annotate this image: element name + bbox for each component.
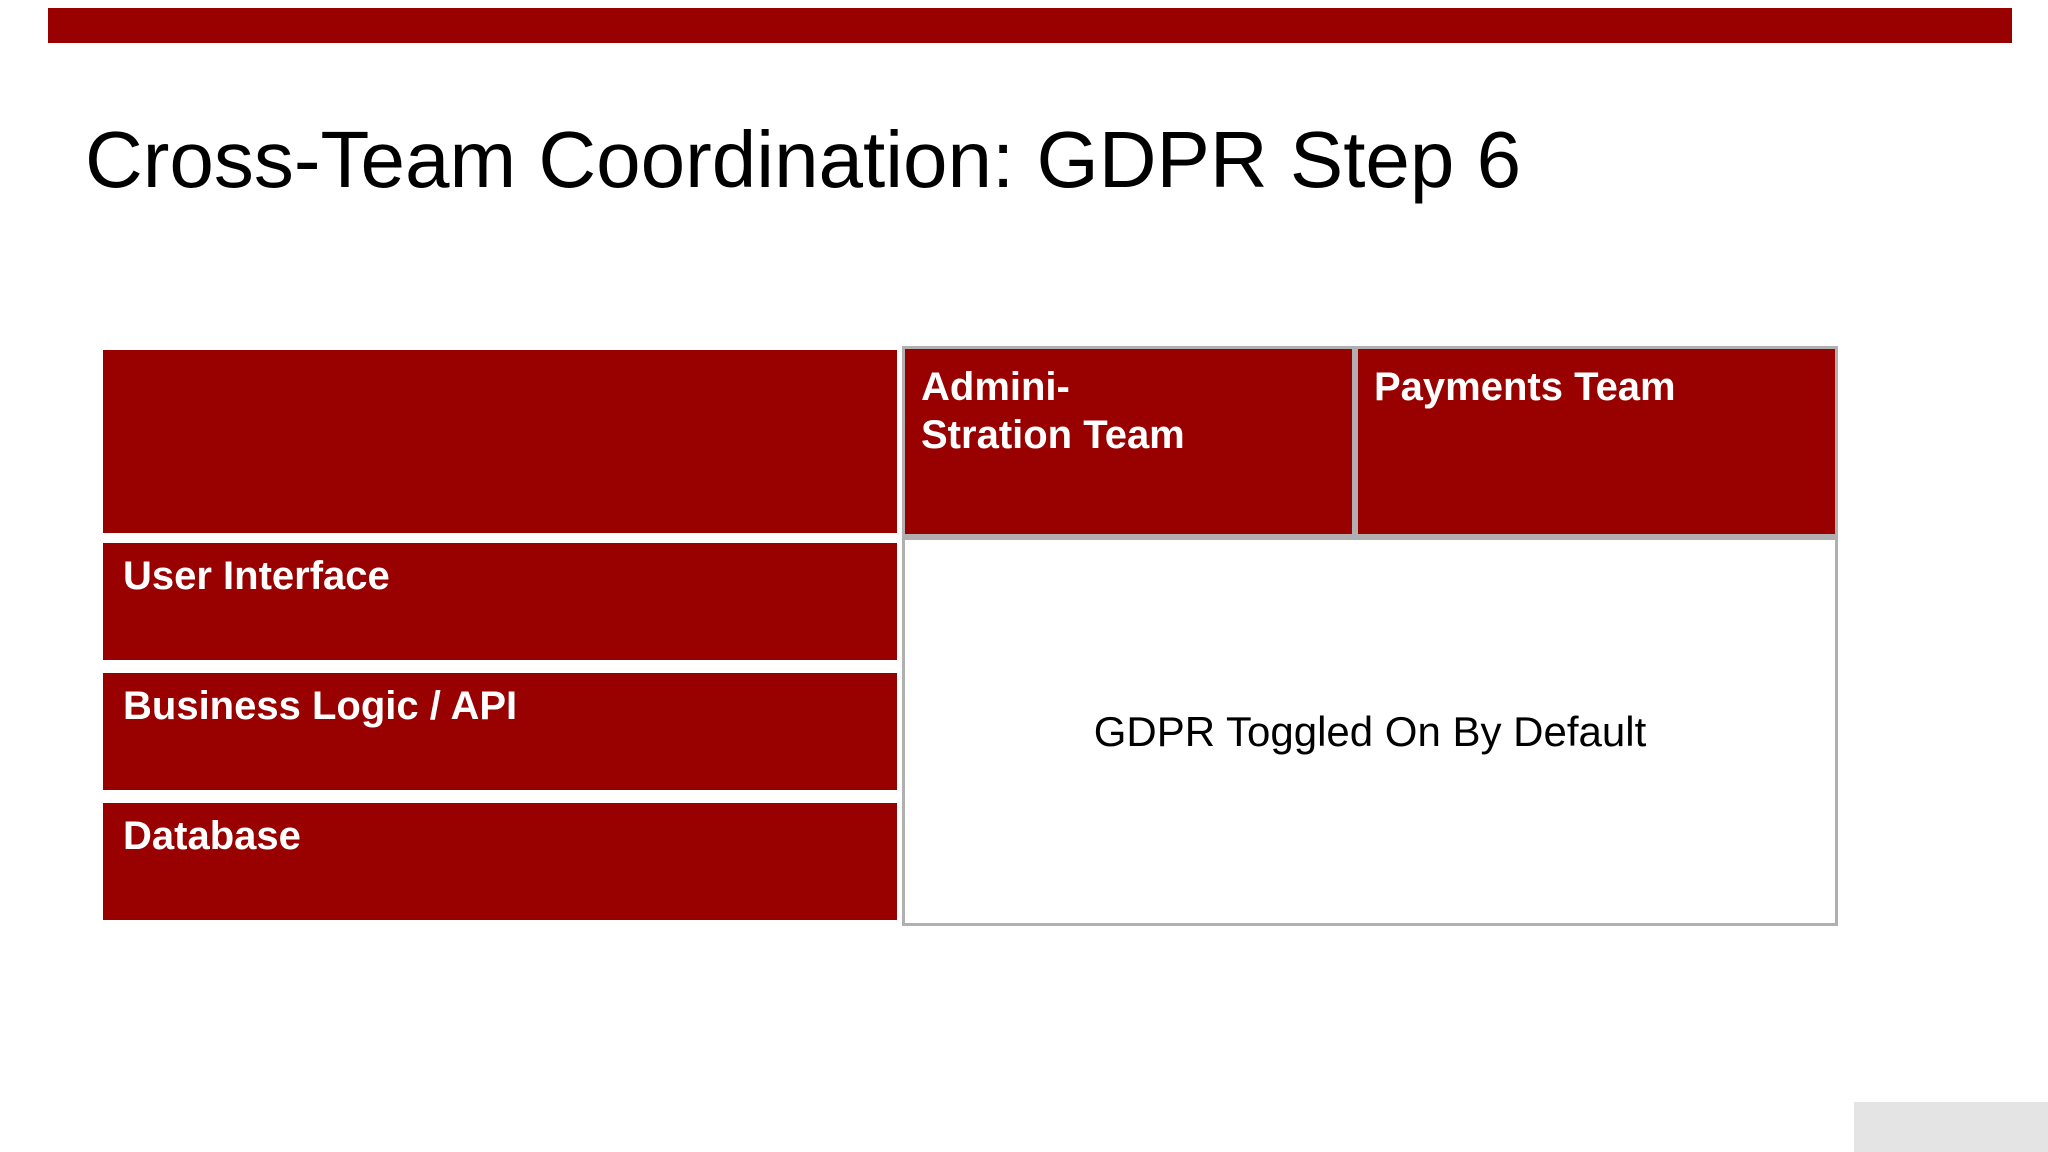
column-header-administration-team: Admini- Stration Team — [902, 346, 1355, 537]
merged-status-cell: GDPR Toggled On By Default — [902, 537, 1838, 926]
column-header-payments-team: Payments Team — [1355, 346, 1838, 537]
bottom-right-corner-box — [1854, 1102, 2048, 1152]
merged-status-text: GDPR Toggled On By Default — [1093, 707, 1647, 755]
column-header-administration-line2: Stration Team — [921, 413, 1185, 457]
table-corner-cell — [103, 350, 897, 533]
column-header-administration-line1: Admini- — [921, 365, 1070, 409]
row-header-business-logic-api: Business Logic / API — [103, 673, 897, 790]
column-header-payments-label: Payments Team — [1374, 365, 1676, 409]
row-header-database: Database — [103, 803, 897, 920]
slide-title: Cross-Team Coordination: GDPR Step 6 — [85, 115, 1522, 204]
row-header-user-interface: User Interface — [103, 543, 897, 660]
top-accent-bar — [48, 8, 2012, 43]
